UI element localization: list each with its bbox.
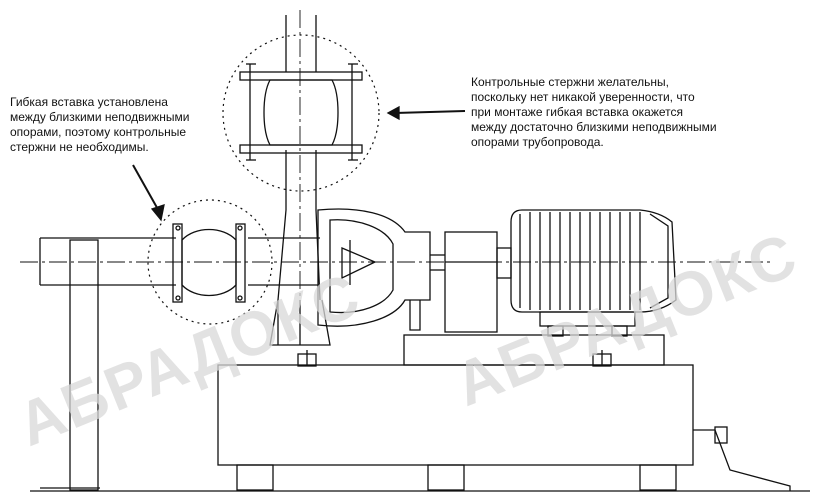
electric-motor (496, 209, 677, 337)
anchor-bolts (297, 350, 612, 367)
annotation-arrows (132, 105, 466, 222)
horizontal-joint-detail-circle (147, 199, 273, 325)
suction-pipe (39, 237, 320, 286)
horizontal-flexible-joint (172, 223, 246, 303)
base-frame (217, 334, 791, 491)
pump-volute (317, 208, 445, 331)
pump-pedestal (269, 299, 331, 346)
right-annotation: Контрольные стержни желательны, поскольк… (471, 75, 717, 149)
vertical-joint-detail-circle (222, 34, 380, 192)
coupling-guard (444, 231, 498, 333)
left-annotation: Гибкая вставка установлена между близким… (10, 95, 190, 154)
pipe-support-column (40, 239, 100, 491)
vertical-flexible-joint (239, 63, 363, 161)
